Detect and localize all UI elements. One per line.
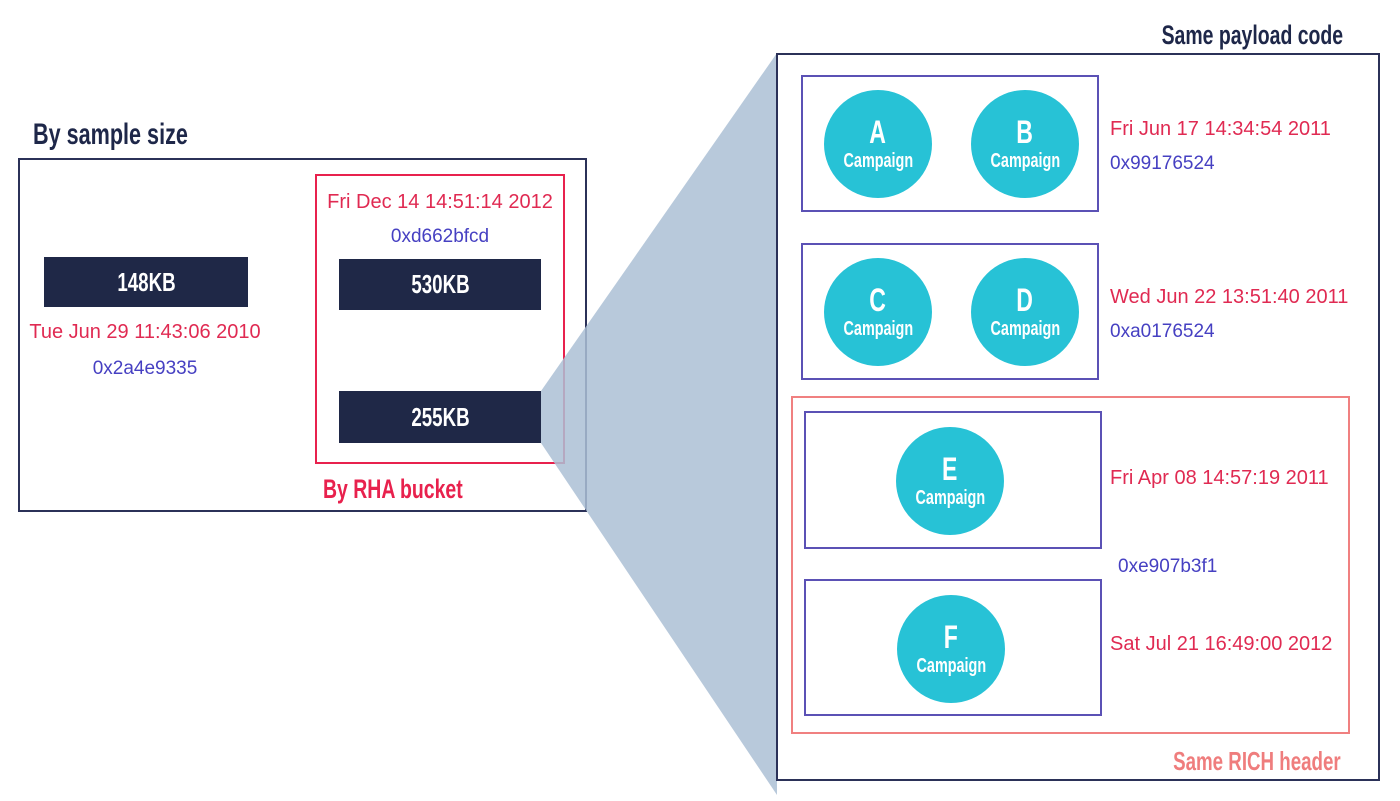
campaign-circle-b: B Campaign [971, 90, 1079, 198]
group-e-timestamp: Fri Apr 08 14:57:19 2011 [1110, 467, 1329, 489]
rha-bucket-label-text: By RHA bucket [323, 474, 463, 504]
left-panel-title-text: By sample size [33, 118, 188, 151]
campaign-letter: A [869, 114, 887, 151]
rha-bar-255-label: 255KB [410, 401, 470, 432]
rha-hex-id: 0xd662bfcd [390, 226, 490, 247]
group-cd-timestamp: Wed Jun 22 13:51:40 2011 [1110, 286, 1349, 308]
campaign-label: Campaign [843, 149, 913, 172]
campaign-label: Campaign [915, 486, 985, 509]
campaign-circle-c: C Campaign [824, 258, 932, 366]
rich-shared-hex-id: 0xe907b3f1 [1118, 556, 1218, 577]
campaign-letter: D [1016, 282, 1034, 319]
sample-size-bar-label: 148KB [116, 266, 176, 297]
group-ab-timestamp: Fri Jun 17 14:34:54 2011 [1110, 118, 1331, 140]
sample-timestamp: Tue Jun 29 11:43:06 2010 [29, 321, 261, 343]
sample-size-panel [18, 158, 587, 512]
group-f-timestamp: Sat Jul 21 16:49:00 2012 [1110, 633, 1333, 655]
right-panel-title-text: Same payload code [1161, 20, 1343, 50]
campaign-group-cd: C Campaign D Campaign [801, 243, 1099, 380]
campaign-circle-f: F Campaign [897, 595, 1005, 703]
campaign-circle-d: D Campaign [971, 258, 1079, 366]
rha-bucket-label: By RHA bucket [323, 474, 517, 505]
campaign-group-ab: A Campaign B Campaign [801, 75, 1099, 212]
payload-code-panel: A Campaign B Campaign Fri Jun 17 14:34:5… [776, 53, 1380, 781]
campaign-letter: C [869, 282, 887, 319]
sample-size-bar-148kb: 148KB [44, 257, 248, 307]
campaign-letter: E [942, 451, 958, 488]
campaign-label: Campaign [916, 654, 986, 677]
campaign-group-e: E Campaign [804, 411, 1102, 549]
right-panel-title: Same payload code [1091, 20, 1343, 51]
rich-header-box [791, 396, 1350, 734]
campaign-label: Campaign [990, 149, 1060, 172]
rha-bar-530kb: 530KB [339, 259, 541, 310]
rich-header-label: Same RICH header [1108, 746, 1341, 777]
rich-header-label-text: Same RICH header [1173, 746, 1341, 776]
left-panel-title: By sample size [33, 118, 248, 152]
campaign-letter: F [943, 619, 959, 656]
campaign-letter: B [1016, 114, 1034, 151]
group-ab-hex-id: 0x99176524 [1110, 153, 1215, 174]
campaign-circle-a: A Campaign [824, 90, 932, 198]
campaign-group-f: F Campaign [804, 579, 1102, 716]
rha-bar-530-label: 530KB [410, 269, 470, 299]
rha-timestamp: Fri Dec 14 14:51:14 2012 [327, 191, 553, 213]
sample-hex-id: 0x2a4e9335 [92, 358, 198, 379]
group-cd-hex-id: 0xa0176524 [1110, 321, 1215, 342]
rha-bar-255kb: 255KB [339, 391, 541, 443]
campaign-label: Campaign [990, 317, 1060, 340]
campaign-circle-e: E Campaign [896, 427, 1004, 535]
campaign-label: Campaign [843, 317, 913, 340]
